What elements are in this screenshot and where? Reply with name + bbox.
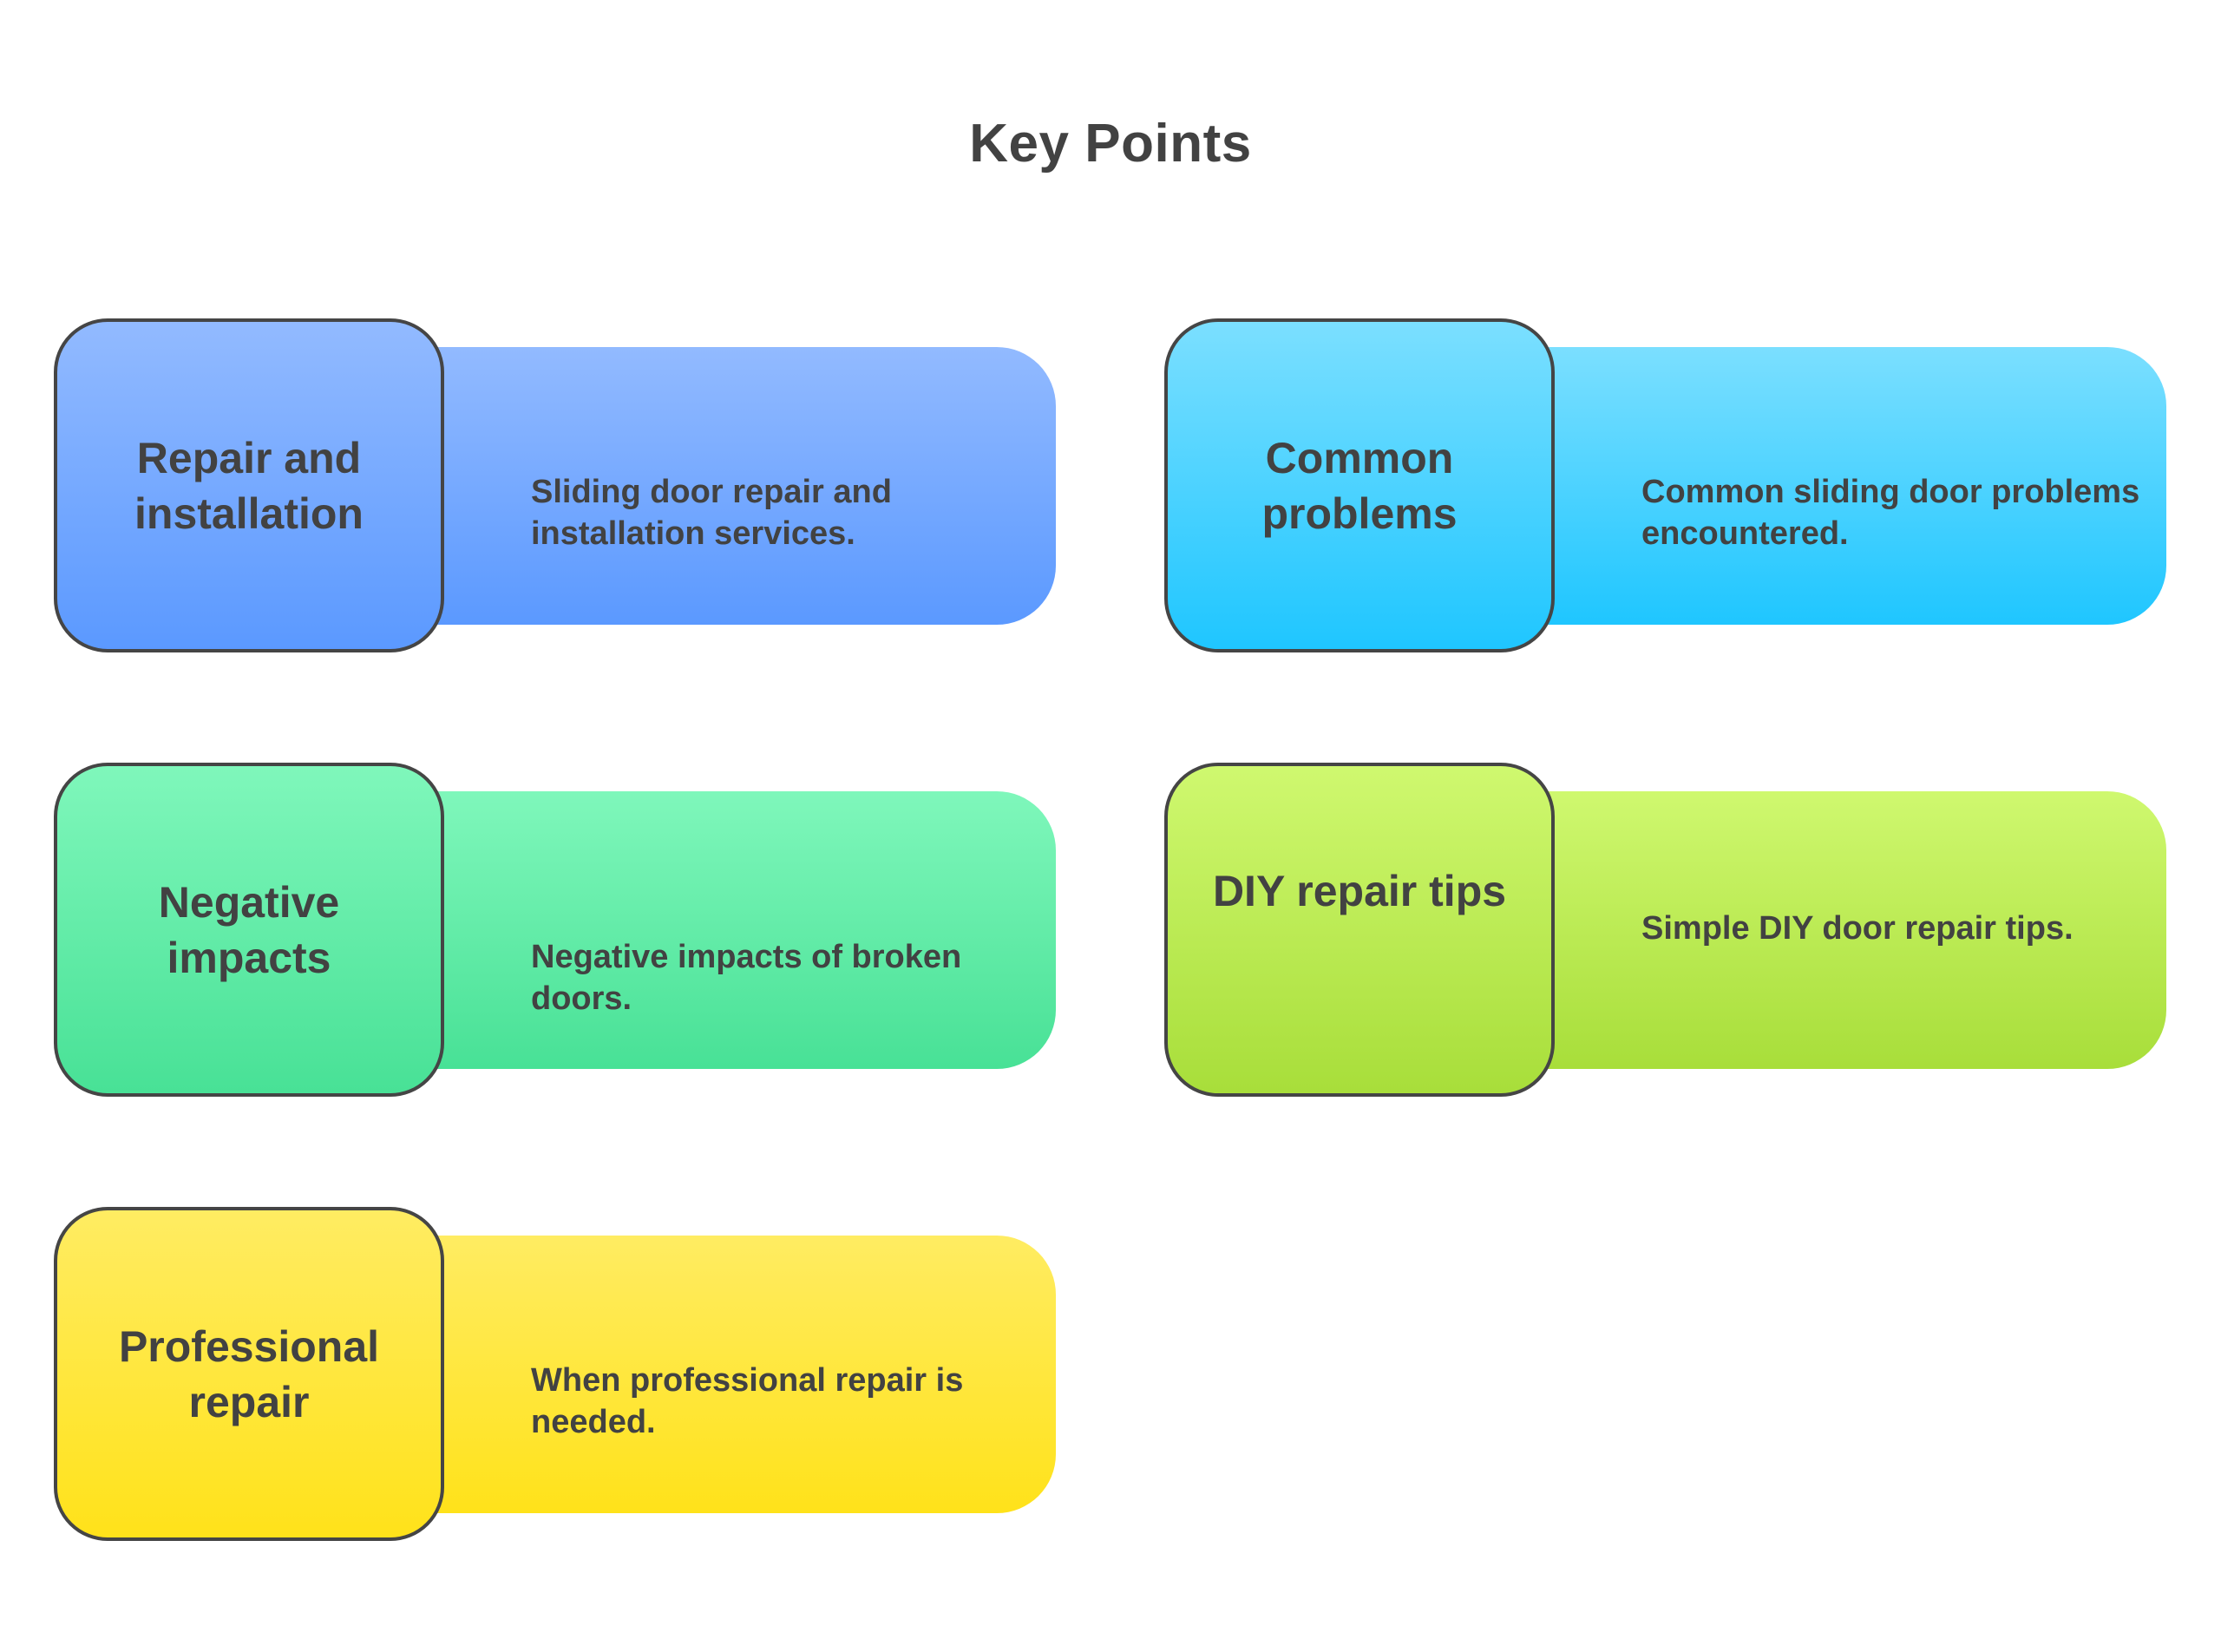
key-point-heading: Negative impacts [158,877,340,982]
key-point-description-box: Simple DIY door repair tips. [1511,791,2166,1069]
key-point-description-box: When professional repair is needed. [401,1236,1056,1513]
key-point-description: Negative impacts of broken doors. [531,939,962,1017]
key-point-heading: Repair and installation [134,433,364,538]
key-point-card-diy-repair-tips: Simple DIY door repair tips. DIY repair … [1164,763,2166,1101]
key-point-heading-box: Negative impacts [54,763,444,1097]
key-point-description-box: Negative impacts of broken doors. [401,791,1056,1069]
key-point-description: Common sliding door problems encountered… [1641,474,2140,552]
key-point-card-professional-repair: When professional repair is needed. Prof… [54,1207,1056,1545]
key-point-card-negative-impacts: Negative impacts of broken doors. Negati… [54,763,1056,1101]
key-point-heading-box: Common problems [1164,318,1555,652]
diagram-title: Key Points [969,114,1252,174]
key-point-description-box: Sliding door repair and installation ser… [401,347,1056,625]
key-point-card-common-problems: Common sliding door problems encountered… [1164,318,2166,657]
key-point-card-repair-and-installation: Sliding door repair and installation ser… [54,318,1056,657]
key-point-heading-box: DIY repair tips [1164,763,1555,1097]
key-point-description: When professional repair is needed. [531,1362,964,1440]
key-point-heading: Professional repair [118,1321,380,1426]
key-point-heading: DIY repair tips [1212,867,1507,915]
key-point-heading-box: Professional repair [54,1207,444,1541]
key-point-description: Simple DIY door repair tips. [1641,910,2074,947]
key-point-heading-box: Repair and installation [54,318,444,652]
key-point-heading: Common problems [1261,433,1458,538]
key-point-description-box: Common sliding door problems encountered… [1511,347,2166,625]
key-point-description: Sliding door repair and installation ser… [531,474,892,552]
